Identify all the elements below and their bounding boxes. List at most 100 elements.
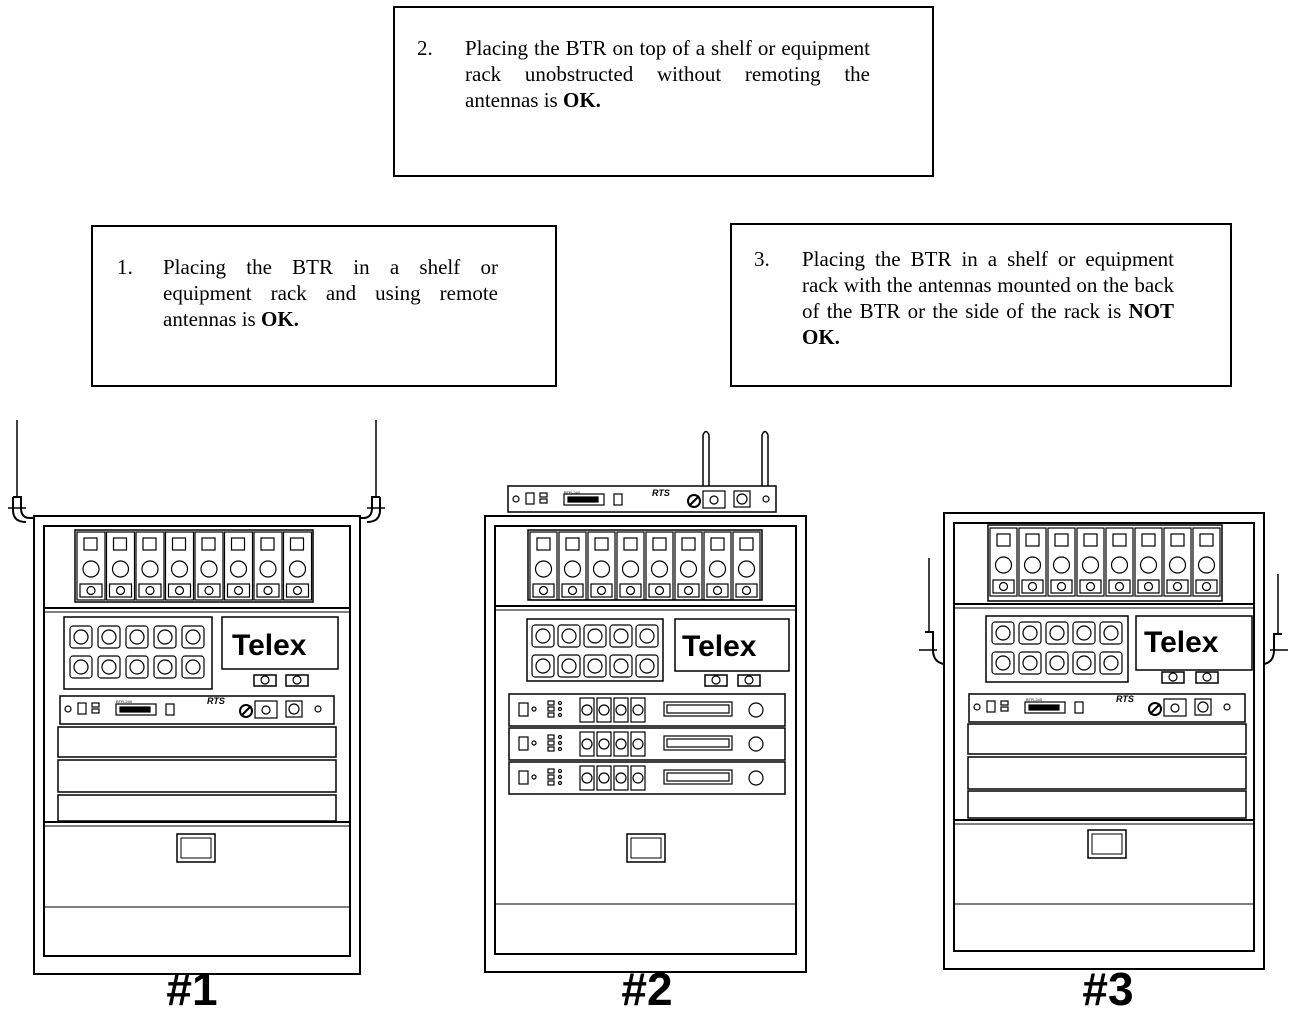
btr-display-fill xyxy=(567,496,599,503)
panel-button-ring xyxy=(639,658,655,674)
panel-button-ring xyxy=(1049,625,1065,641)
card-knob xyxy=(1081,556,1100,574)
receiver-xlr xyxy=(630,731,646,757)
receiver-indicator xyxy=(547,746,555,752)
card-led xyxy=(565,537,580,551)
card-led xyxy=(594,537,609,551)
card-jack-hole xyxy=(115,585,126,596)
panel-button-ring xyxy=(1076,625,1092,641)
card-led xyxy=(623,537,638,551)
card-slot xyxy=(105,531,136,601)
note-3-number: 3. xyxy=(754,247,770,271)
card-slot xyxy=(282,531,313,601)
panel-button xyxy=(69,655,93,679)
card-jack xyxy=(1079,579,1102,594)
btr-screw xyxy=(64,705,72,713)
card-jack-hole xyxy=(538,585,549,596)
btr-model-3: BTR-240 xyxy=(1026,697,1043,702)
panel-button xyxy=(1018,651,1042,675)
card-slot xyxy=(1018,527,1047,597)
card-jack xyxy=(532,583,555,598)
card-jack xyxy=(590,583,613,598)
btr-screw xyxy=(973,703,981,711)
card-jack xyxy=(197,583,221,598)
receiver-dot xyxy=(557,706,563,712)
btr-connector xyxy=(1194,698,1212,716)
panel-button xyxy=(635,654,659,678)
card-jack-hole xyxy=(263,585,273,596)
panel-button xyxy=(97,655,121,679)
receiver-xlr xyxy=(613,697,629,723)
rts-mark-1: RTS xyxy=(207,696,225,706)
btr-connector-ring xyxy=(1197,701,1209,713)
receiver-xlr-ring xyxy=(632,738,644,750)
receiver-dot xyxy=(557,780,563,786)
card-jack xyxy=(561,583,584,598)
card-jack xyxy=(992,579,1015,594)
panel-button xyxy=(1099,651,1123,675)
receiver-xlr-ring xyxy=(581,772,593,784)
panel-button-ring xyxy=(73,659,89,675)
card-jack xyxy=(735,583,758,598)
receiver-indicator xyxy=(547,734,555,740)
panel-button-ring xyxy=(101,659,117,675)
receiver-xlr xyxy=(596,765,612,791)
card-slot xyxy=(989,527,1018,597)
card-knob xyxy=(1110,556,1129,574)
panel-button-ring xyxy=(1103,655,1119,671)
receiver-power xyxy=(518,770,529,785)
card-slot xyxy=(1134,527,1163,597)
card-knob xyxy=(170,560,189,578)
receiver-power xyxy=(518,702,529,717)
panel-button xyxy=(153,655,177,679)
receiver-xlr-ring xyxy=(615,704,627,716)
note-3-emphasis: NOT OK. xyxy=(802,299,1174,349)
btr-connector xyxy=(285,700,303,718)
panel-button-ring xyxy=(995,655,1011,671)
panel-button xyxy=(69,625,93,649)
panel-button-ring xyxy=(587,658,603,674)
btr-display-fill xyxy=(1028,704,1060,711)
receiver-xlr xyxy=(596,697,612,723)
card-slot xyxy=(253,531,283,601)
btr-knob-line xyxy=(1149,703,1161,715)
card-jack xyxy=(256,583,280,598)
receiver-indicator xyxy=(547,768,555,774)
card-jack-hole xyxy=(567,585,578,596)
panel-button xyxy=(1045,651,1069,675)
receiver-led xyxy=(531,774,537,780)
receiver-xlr xyxy=(613,765,629,791)
panel-button xyxy=(609,624,633,648)
btr-switch xyxy=(77,702,87,715)
card-knob xyxy=(1139,556,1158,574)
card-led xyxy=(1112,533,1127,547)
btr-led xyxy=(91,708,100,714)
card-jack-hole xyxy=(1143,581,1154,592)
card-led xyxy=(681,537,696,551)
card-jack xyxy=(1021,579,1044,594)
rack-3 xyxy=(919,512,1288,970)
panel-button-ring xyxy=(561,658,577,674)
card-jack-hole xyxy=(625,585,636,596)
receiver-display xyxy=(663,735,733,751)
card-led xyxy=(1083,533,1098,547)
btr-display xyxy=(563,493,605,506)
receiver-xlr-ring xyxy=(598,738,610,750)
btr-led xyxy=(1000,706,1009,712)
panel-button-ring xyxy=(129,659,145,675)
btr-headset-jack xyxy=(702,490,726,509)
panel-button-ring xyxy=(129,629,145,645)
btr-headset-jack xyxy=(1163,698,1187,717)
btr-knob-line xyxy=(240,705,252,717)
card-led xyxy=(1170,533,1185,547)
receiver-xlr-ring xyxy=(615,772,627,784)
receiver-xlr xyxy=(579,765,595,791)
note-3-box: 3. Placing the BTR in a shelf or equipme… xyxy=(730,223,1232,387)
btr-display xyxy=(115,703,157,716)
card-led xyxy=(83,537,98,551)
btr-headset-jack-ring xyxy=(261,705,271,715)
btr-led xyxy=(539,492,548,498)
card-jack xyxy=(108,583,133,598)
card-jack xyxy=(1166,579,1189,594)
